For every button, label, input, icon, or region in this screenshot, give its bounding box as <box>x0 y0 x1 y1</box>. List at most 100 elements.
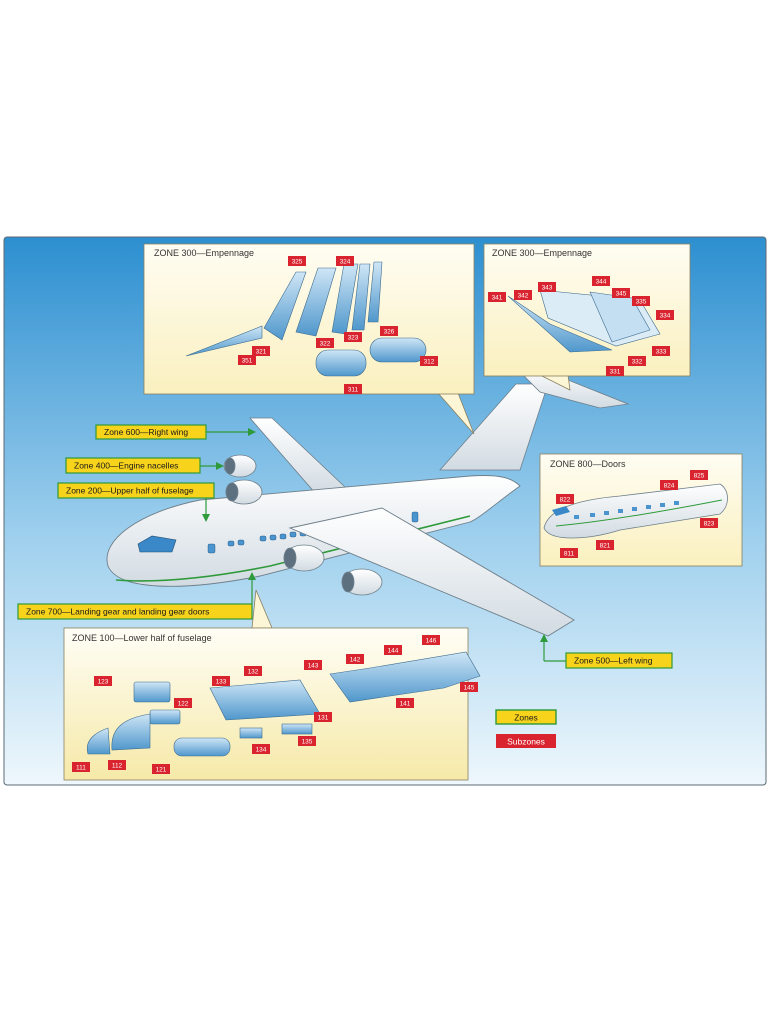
subzone-tag: 331 <box>606 366 624 376</box>
subzone-tag-box <box>244 666 262 676</box>
zone-500-callout: Zone 500—Left wing <box>540 634 673 669</box>
subzone-tag-box <box>212 676 230 686</box>
subzone-tag-box <box>560 548 578 558</box>
subzone-tag: 143 <box>304 660 322 670</box>
subzone-tag-box <box>288 256 306 266</box>
subzone-tag-label: 332 <box>632 359 643 366</box>
subzone-tag: 111 <box>72 762 90 772</box>
subzone-tag-box <box>380 326 398 336</box>
zone-400-label: Zone 400—Engine nacelles <box>74 461 178 471</box>
subzone-tag-box <box>316 338 334 348</box>
subzone-tag-box <box>556 494 574 504</box>
subzone-tag-box <box>660 480 678 490</box>
subzone-tag-label: 111 <box>76 765 86 772</box>
left-wing <box>288 507 575 637</box>
subzone-tag-box <box>396 698 414 708</box>
subzone-tag-label: 823 <box>704 521 715 528</box>
subzone-tag: 342 <box>514 290 532 300</box>
subzone-tag-label: 143 <box>308 663 319 670</box>
zone-callouts: Zone 600—Right wing Zone 400—Engine nace… <box>17 424 673 669</box>
subzone-tag-box <box>628 356 646 366</box>
subzone-tag-box <box>336 256 354 266</box>
engine-nacelles-right <box>223 454 263 505</box>
subzone-tag-box <box>298 736 316 746</box>
legend-zones-label: Zones <box>514 713 538 723</box>
subzone-tag: 335 <box>632 296 650 306</box>
subzone-tag: 141 <box>396 698 414 708</box>
subzone-tag: 135 <box>298 736 316 746</box>
subzone-tag-label: 351 <box>242 358 253 365</box>
subzone-tag: 146 <box>422 635 440 645</box>
zone-400-callout: Zone 400—Engine nacelles <box>65 457 224 474</box>
subzone-tag: 322 <box>316 338 334 348</box>
subzone-tag: 324 <box>336 256 354 266</box>
subzone-tag: 321 <box>252 346 270 356</box>
subzone-tag: 123 <box>94 676 112 686</box>
subzone-tag-label: 324 <box>340 259 351 266</box>
zone-200-label: Zone 200—Upper half of fuselage <box>66 486 194 496</box>
subzone-tag-label: 112 <box>112 763 123 770</box>
subzone-tag: 144 <box>384 645 402 655</box>
subzone-tag: 323 <box>344 332 362 342</box>
subzone-tag-label: 344 <box>596 279 607 286</box>
zone-700-callout: Zone 700—Landing gear and landing gear d… <box>17 572 256 620</box>
subzone-tag-box <box>422 635 440 645</box>
subzone-tag-box <box>514 290 532 300</box>
subzone-tag: 134 <box>252 744 270 754</box>
subzone-tag-label: 134 <box>256 747 267 754</box>
subzone-tag-label: 323 <box>348 335 359 342</box>
subzone-tag-label: 333 <box>656 349 667 356</box>
panel-title-empennage-a: ZONE 300—Empennage <box>154 248 254 258</box>
subzone-tag: 132 <box>244 666 262 676</box>
subzone-tag: 112 <box>108 760 126 770</box>
subzone-tag: 821 <box>596 540 614 550</box>
subzone-tag: 345 <box>612 288 630 298</box>
panel-title-empennage-b: ZONE 300—Empennage <box>492 248 592 258</box>
subzone-tag-label: 343 <box>542 285 553 292</box>
subzone-tag-box <box>238 355 256 365</box>
subzone-tag: 334 <box>656 310 674 320</box>
subzone-tag: 122 <box>174 698 192 708</box>
subzone-tag-box <box>344 384 362 394</box>
subzone-tag: 333 <box>652 346 670 356</box>
subzone-tag-box <box>252 346 270 356</box>
subzone-tag-box <box>488 292 506 302</box>
subzone-tag: 824 <box>660 480 678 490</box>
subzone-tag-label: 122 <box>178 701 189 708</box>
subzone-tag-box <box>174 698 192 708</box>
subzone-tag: 332 <box>628 356 646 366</box>
subzone-tag-box <box>652 346 670 356</box>
subzone-tag-label: 825 <box>694 473 705 480</box>
subzone-tag-box <box>108 760 126 770</box>
legend-subzones-swatch <box>496 734 556 748</box>
zone-600-callout: Zone 600—Right wing <box>95 424 256 440</box>
subzone-tag-label: 824 <box>664 483 675 490</box>
cheatline <box>115 515 471 582</box>
subzone-tag-label: 311 <box>348 387 359 394</box>
subzone-tag-label: 135 <box>302 739 313 746</box>
zone-200-callout: Zone 200—Upper half of fuselage <box>57 482 215 522</box>
panel-empennage-b: ZONE 300—Empennage <box>483 243 691 391</box>
subzone-tag: 811 <box>560 548 578 558</box>
subzone-tag: 326 <box>380 326 398 336</box>
subzone-tag-box <box>612 288 630 298</box>
subzone-tag: 325 <box>288 256 306 266</box>
subzone-tag: 822 <box>556 494 574 504</box>
subzone-tag: 343 <box>538 282 556 292</box>
cockpit-windows <box>137 535 177 553</box>
subzone-tag: 133 <box>212 676 230 686</box>
panel-doors: ZONE 800—Doors <box>539 453 743 567</box>
subzone-tag-box <box>346 654 364 664</box>
subzone-tag: 344 <box>592 276 610 286</box>
legend-zones-swatch <box>495 709 557 725</box>
subzone-tag: 145 <box>460 682 478 692</box>
subzone-tag-box <box>460 682 478 692</box>
subzone-tag-label: 342 <box>518 293 529 300</box>
subzone-tag-label: 821 <box>600 543 611 550</box>
subzone-tag-box <box>606 366 624 376</box>
subzone-tag-box <box>656 310 674 320</box>
subzone-tag-box <box>384 645 402 655</box>
subzone-tag-label: 146 <box>426 638 437 645</box>
